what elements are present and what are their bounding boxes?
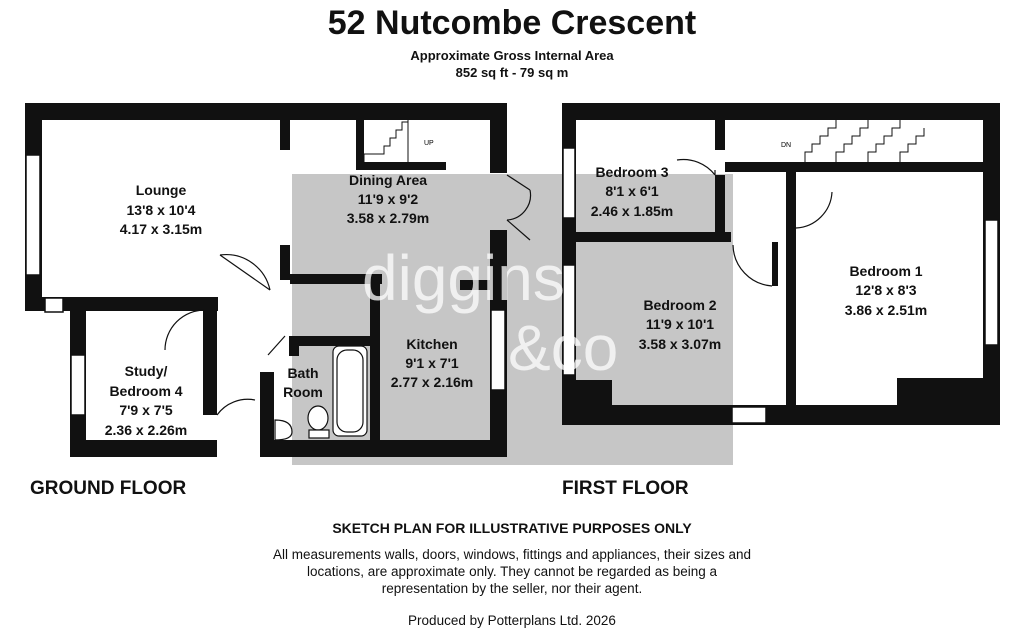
room-study-bedroom-4: Study/ Bedroom 4 7'9 x 7'5 2.36 x 2.26m — [105, 363, 188, 438]
svg-text:Bedroom 2: Bedroom 2 — [643, 297, 716, 313]
bathroom-fittings — [274, 345, 368, 441]
watermark-line2: &co — [508, 312, 618, 384]
svg-text:4.17 x 3.15m: 4.17 x 3.15m — [120, 221, 203, 237]
svg-text:3.86 x 2.51m: 3.86 x 2.51m — [845, 302, 928, 318]
room-lounge: Lounge 13'8 x 10'4 4.17 x 3.15m — [120, 182, 203, 237]
svg-text:Room: Room — [283, 384, 323, 400]
area-value: 852 sq ft - 79 sq m — [455, 65, 569, 80]
svg-text:3.58 x 2.79m: 3.58 x 2.79m — [347, 210, 430, 226]
svg-text:Bedroom 4: Bedroom 4 — [109, 383, 182, 399]
svg-text:11'9 x 10'1: 11'9 x 10'1 — [646, 316, 714, 332]
svg-text:Bath: Bath — [287, 365, 318, 381]
svg-text:Study/: Study/ — [125, 363, 168, 379]
room-dining-area: Dining Area 11'9 x 9'2 3.58 x 2.79m — [347, 172, 430, 226]
room-kitchen: Kitchen 9'1 x 7'1 2.77 x 2.16m — [391, 336, 474, 390]
svg-text:3.58 x 3.07m: 3.58 x 3.07m — [639, 336, 722, 352]
area-label: Approximate Gross Internal Area — [410, 48, 614, 63]
room-bedroom-1: Bedroom 1 12'8 x 8'3 3.86 x 2.51m — [845, 263, 928, 318]
ground-floor-doors — [164, 174, 532, 416]
first-floor-label: FIRST FLOOR — [562, 478, 689, 499]
plan-title: 52 Nutcombe Crescent — [327, 4, 697, 42]
ground-floor-windows — [25, 154, 506, 416]
room-bedroom-2: Bedroom 2 11'9 x 10'1 3.58 x 3.07m — [639, 297, 722, 352]
room-bathroom: Bath Room — [283, 365, 323, 400]
svg-text:13'8 x 10'4: 13'8 x 10'4 — [127, 202, 196, 218]
watermark-line1: diggins — [362, 242, 565, 314]
stairs-down — [804, 120, 925, 162]
bath-door — [267, 335, 286, 356]
first-floor-windows — [562, 147, 999, 424]
svg-text:9'1 x 7'1: 9'1 x 7'1 — [405, 355, 459, 371]
room-bedroom-3: Bedroom 3 8'1 x 6'1 2.46 x 1.85m — [591, 164, 674, 219]
svg-text:8'1 x 6'1: 8'1 x 6'1 — [605, 183, 659, 199]
svg-text:12'8 x 8'3: 12'8 x 8'3 — [855, 282, 916, 298]
stairs-up — [363, 120, 409, 162]
svg-text:Kitchen: Kitchen — [406, 336, 457, 352]
svg-text:Bedroom 1: Bedroom 1 — [849, 263, 922, 279]
stairs-up-label: UP — [424, 140, 434, 147]
svg-text:2.77 x 2.16m: 2.77 x 2.16m — [391, 374, 474, 390]
svg-text:7'9 x 7'5: 7'9 x 7'5 — [119, 402, 173, 418]
svg-text:2.36 x 2.26m: 2.36 x 2.26m — [105, 422, 188, 438]
disclaimer-text: All measurements walls, doors, windows, … — [273, 547, 751, 596]
ground-floor-label: GROUND FLOOR — [30, 478, 187, 499]
svg-text:11'9 x 9'2: 11'9 x 9'2 — [358, 191, 419, 207]
sketch-notice: SKETCH PLAN FOR ILLUSTRATIVE PURPOSES ON… — [332, 520, 692, 536]
svg-text:Dining Area: Dining Area — [349, 172, 427, 188]
svg-text:2.46 x 1.85m: 2.46 x 1.85m — [591, 203, 674, 219]
produced-by: Produced by Potterplans Ltd. 2026 — [408, 613, 616, 628]
first-floor-doors — [676, 158, 833, 287]
svg-text:Bedroom 3: Bedroom 3 — [595, 164, 668, 180]
stairs-down-label: DN — [781, 142, 791, 149]
svg-text:Lounge: Lounge — [136, 182, 187, 198]
